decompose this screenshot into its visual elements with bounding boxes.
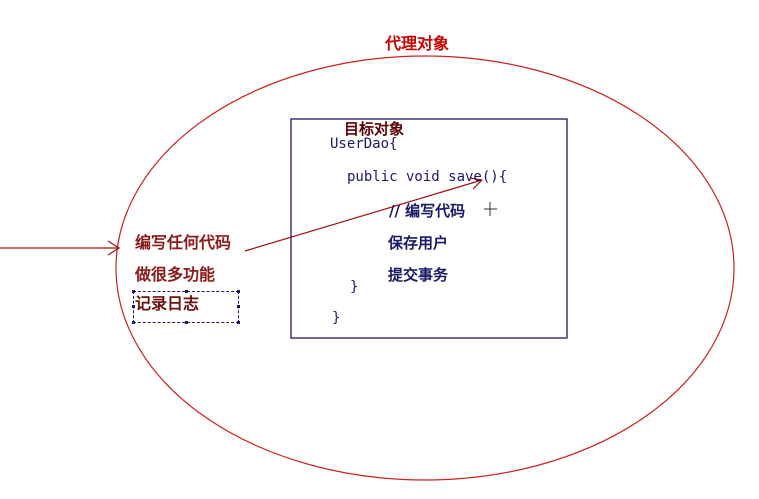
- incoming-arrow: [0, 240, 121, 256]
- proxy-item-more-features: 做很多功能: [135, 265, 216, 284]
- code-close-method: }: [350, 279, 359, 295]
- selection-box[interactable]: [132, 290, 240, 324]
- code-comment-line: // 编写代码: [389, 202, 466, 220]
- code-method-line: public void save(){: [347, 169, 508, 185]
- delegate-arrow: [244, 177, 484, 252]
- resize-handle[interactable]: [185, 321, 188, 324]
- target-object-box: [290, 118, 568, 339]
- code-close-class: }: [332, 310, 341, 326]
- code-class-line: UserDao{: [330, 136, 398, 152]
- resize-handle[interactable]: [132, 321, 135, 324]
- proxy-object-title: 代理对象: [385, 34, 450, 53]
- resize-handle[interactable]: [132, 305, 135, 308]
- code-step-save-user: 保存用户: [388, 234, 449, 252]
- cursor-crosshair-icon: [484, 202, 497, 216]
- target-object-title: 目标对象: [344, 120, 405, 138]
- resize-handle[interactable]: [237, 305, 240, 308]
- resize-handle[interactable]: [132, 290, 135, 293]
- code-step-commit: 提交事务: [388, 266, 449, 284]
- proxy-object-ellipse: [115, 55, 735, 481]
- resize-handle[interactable]: [237, 321, 240, 324]
- proxy-item-write-code: 编写任何代码: [135, 233, 232, 252]
- resize-handle[interactable]: [237, 290, 240, 293]
- proxy-item-log: 记录日志: [135, 294, 200, 313]
- resize-handle[interactable]: [185, 290, 188, 293]
